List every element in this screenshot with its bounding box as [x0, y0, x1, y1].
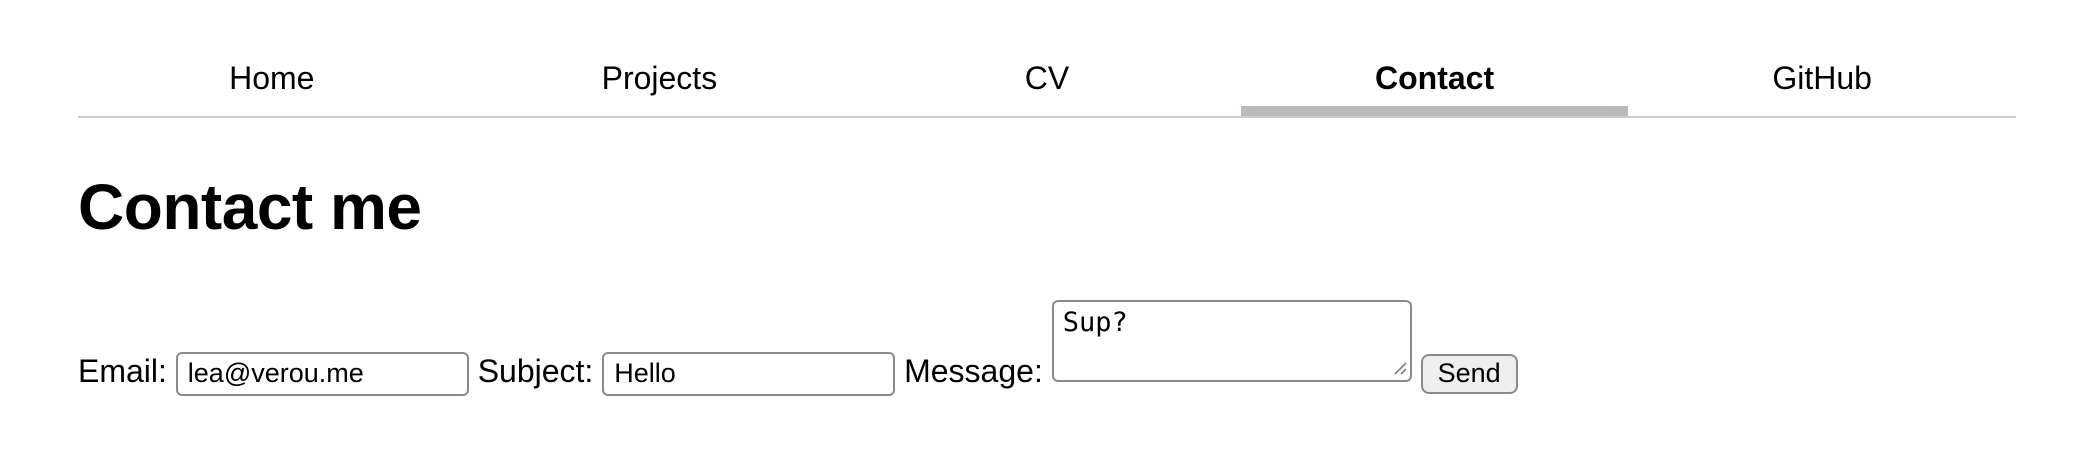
nav-item-contact: Contact: [1240, 0, 1629, 116]
subject-input[interactable]: [602, 351, 896, 396]
subject-label: Subject:: [477, 353, 594, 389]
nav-item-cv: CV: [853, 0, 1241, 116]
resize-handle-icon[interactable]: [1392, 360, 1407, 375]
nav-link-github[interactable]: GitHub: [1772, 60, 1872, 96]
nav-item-github: GitHub: [1628, 0, 2016, 116]
nav-link-contact[interactable]: Contact: [1240, 0, 1629, 116]
nav-item-projects: Projects: [466, 0, 854, 116]
nav-link-cv[interactable]: CV: [1024, 60, 1070, 96]
page-title: Contact me: [78, 171, 422, 243]
main-nav: Home Projects CV Contact GitHub: [0, 0, 2074, 118]
nav-item-home: Home: [78, 0, 466, 116]
message-label: Message:: [904, 353, 1043, 389]
contact-form: Email: Subject: Message: Sup? Send: [78, 300, 2016, 396]
nav-link-projects[interactable]: Projects: [601, 60, 718, 96]
message-textarea[interactable]: Sup?: [1051, 300, 1412, 382]
message-textarea-wrap: Sup?: [1051, 300, 1412, 382]
email-label: Email:: [78, 353, 167, 389]
nav-link-home[interactable]: Home: [229, 60, 315, 96]
send-button[interactable]: Send: [1420, 353, 1518, 394]
nav-list: Home Projects CV Contact GitHub: [78, 0, 2016, 118]
email-input[interactable]: [175, 351, 469, 396]
